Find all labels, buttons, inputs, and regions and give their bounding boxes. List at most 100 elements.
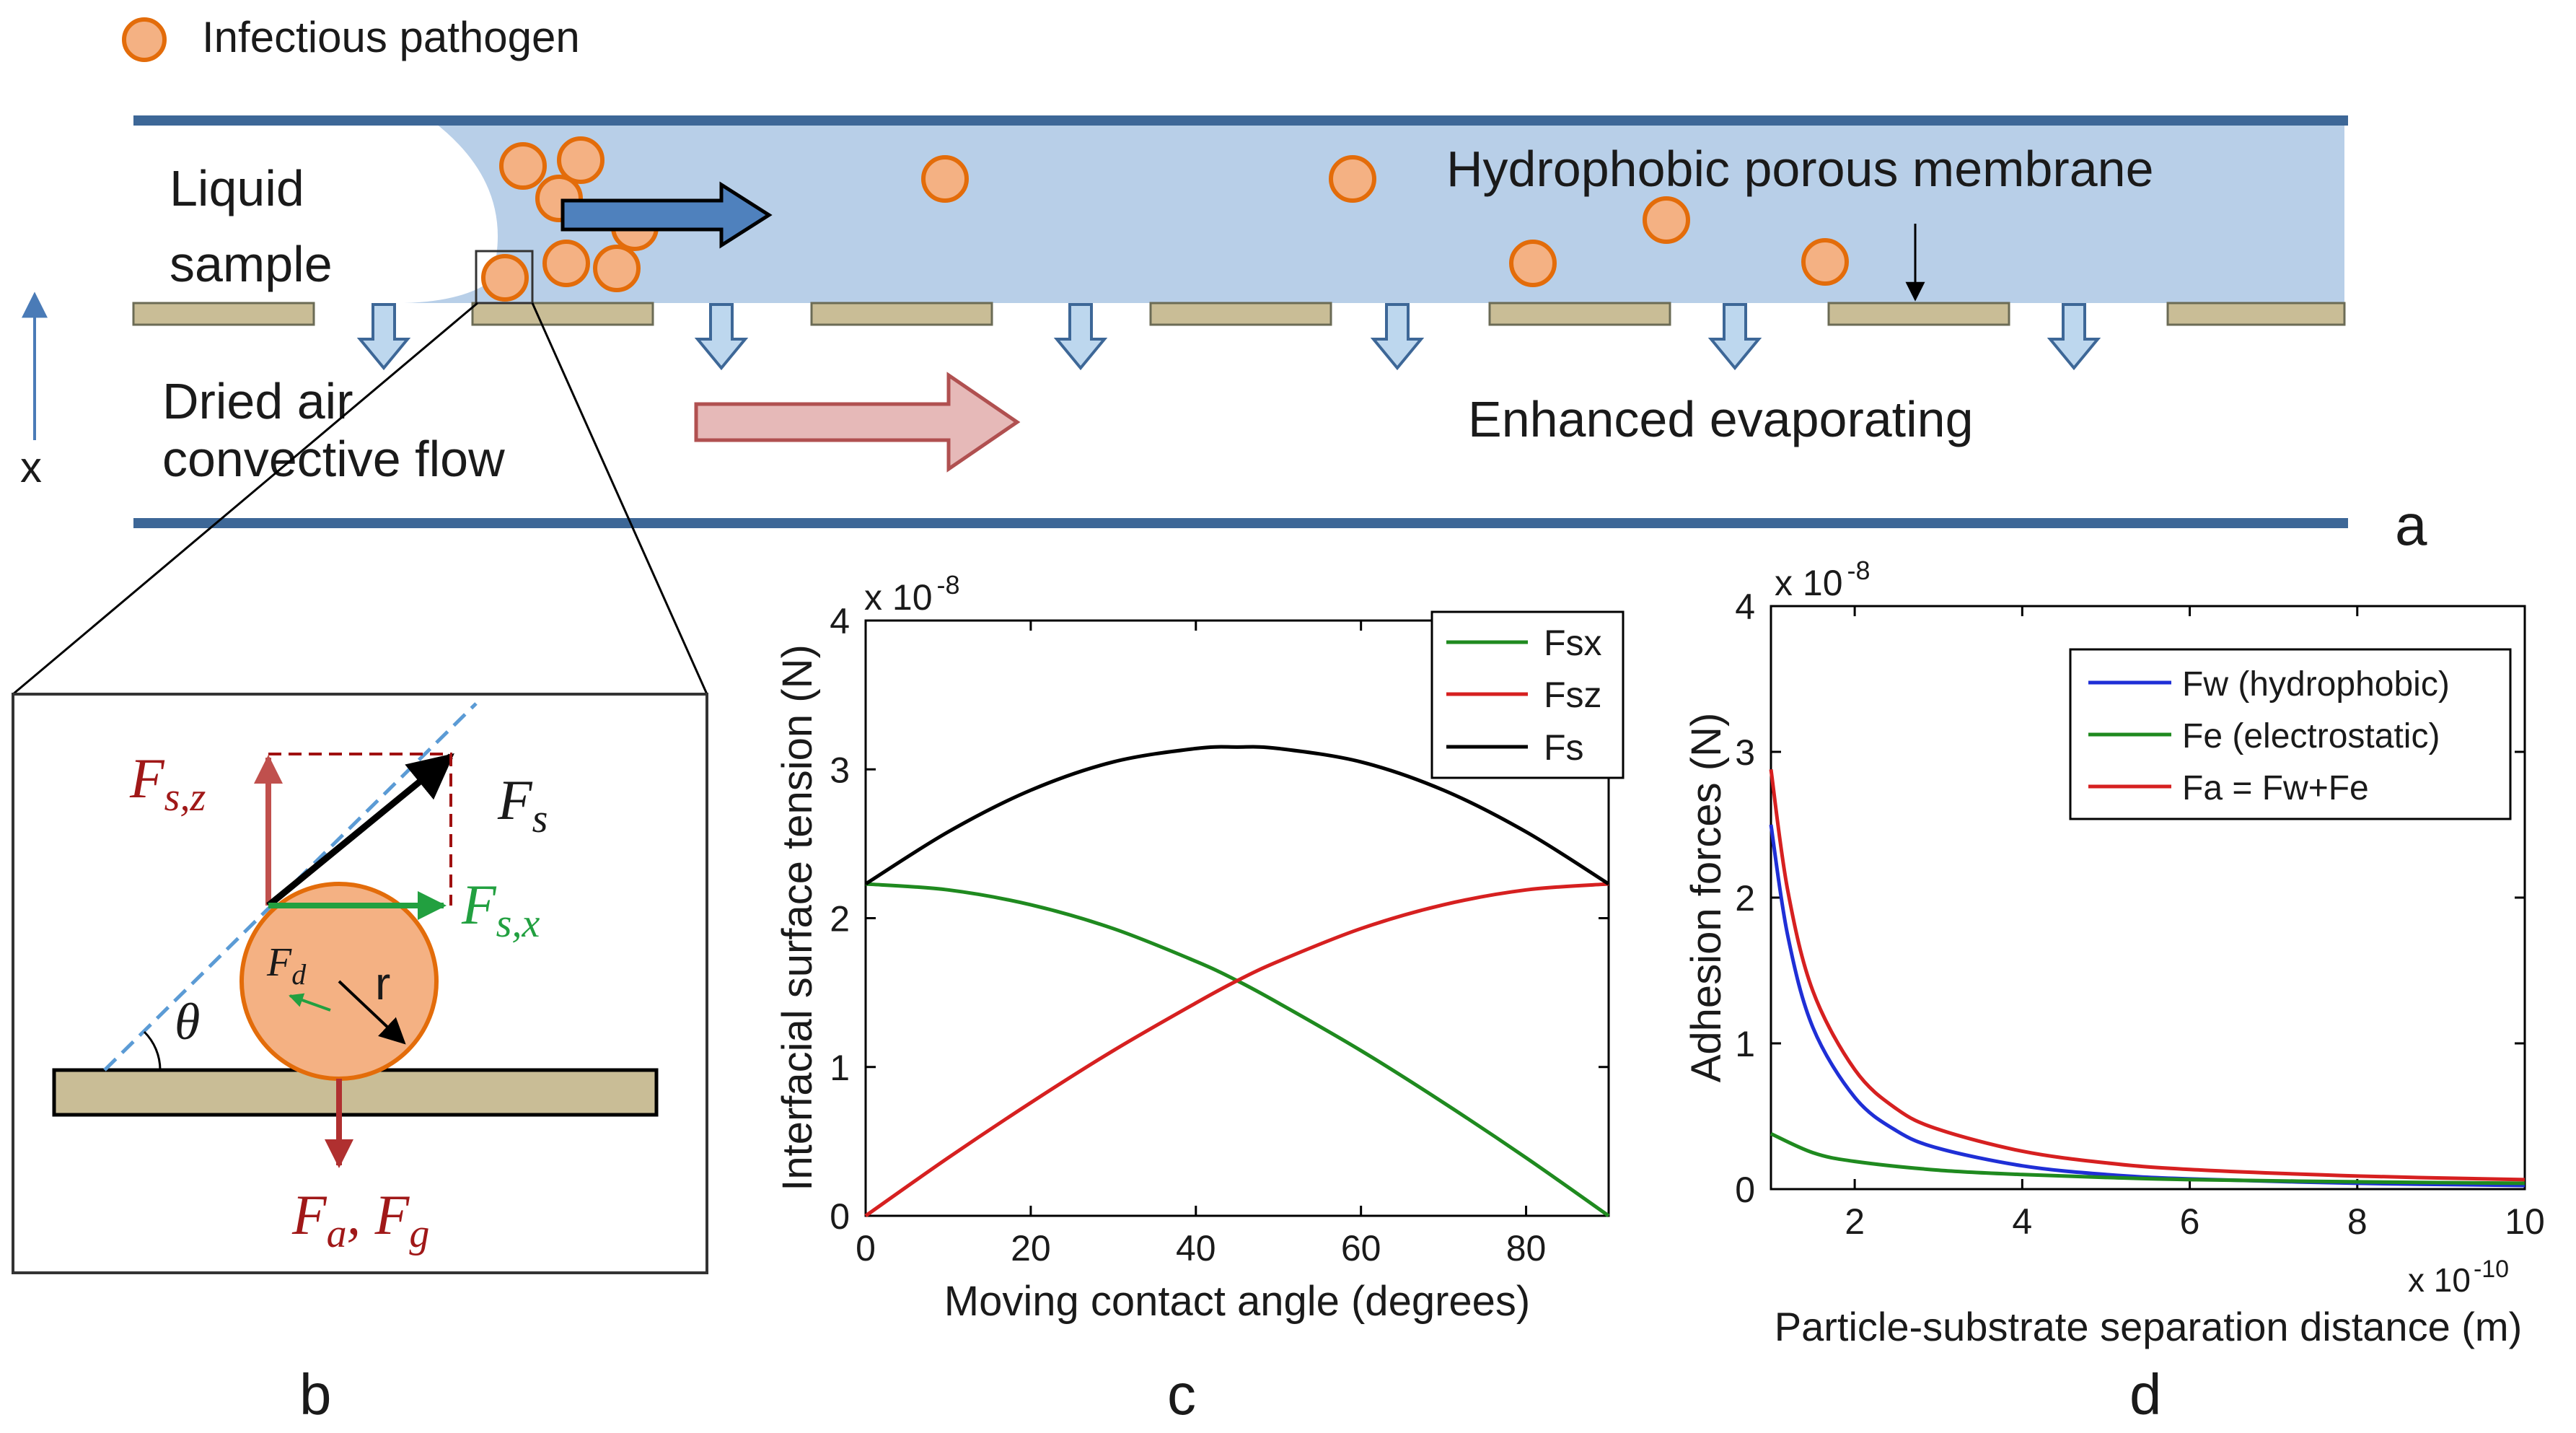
chart-d-x-mult-exp: -10 <box>2474 1255 2509 1283</box>
fd-symbol: F <box>266 940 292 985</box>
chart-d-y-tick-label: 0 <box>1735 1170 1755 1210</box>
air-label-line1: Dried air <box>162 373 353 429</box>
chart-d-xlabel: Particle-substrate separation distance (… <box>1775 1304 2522 1349</box>
membrane-segment <box>471 302 654 326</box>
fsz-label: Fs,z <box>129 747 206 820</box>
evaporation-arrow <box>1370 303 1425 371</box>
fs-symbol: F <box>497 768 533 831</box>
radius-label: r <box>375 957 390 1009</box>
panel-a: Infectious pathogen <box>20 13 2427 557</box>
liquid-label-line1: Liquid <box>170 160 304 216</box>
zoom-box <box>475 250 534 304</box>
fa-symbol: F <box>291 1183 328 1246</box>
panel-b: Fs,z Fs Fs,x Fd r θ Fa, Fg b <box>12 302 708 1427</box>
meniscus <box>137 121 498 303</box>
bottom-wall <box>133 518 2348 528</box>
legend-label-fs: Fs <box>1544 727 1584 768</box>
legend-label-fsx: Fsx <box>1544 623 1602 663</box>
chart-c-y-mult-base: x 10 <box>864 577 933 618</box>
chart-d-x-tick-label: 10 <box>2505 1201 2545 1242</box>
fs-subscript: s <box>532 797 548 841</box>
panel-letter-c: c <box>1167 1362 1196 1427</box>
air-flow-arrow <box>694 372 1021 473</box>
chart-c-x-tick-label: 0 <box>856 1228 876 1268</box>
fd-subscript: d <box>291 958 307 991</box>
x-axis-label: x <box>20 443 42 491</box>
fg-symbol: F <box>374 1183 410 1246</box>
legend-pathogen: Infectious pathogen <box>122 13 580 62</box>
radius-arrow <box>338 980 406 1045</box>
membrane-segment <box>1827 302 2010 326</box>
chart-d-x-multiplier: x 10-10 <box>2408 1255 2509 1299</box>
chart-d-x-tick-label: 4 <box>2012 1201 2032 1242</box>
chart-c-y-tick-label: 4 <box>830 601 850 641</box>
membrane-segment <box>132 302 315 326</box>
fsx-symbol: F <box>461 873 497 936</box>
fa-fg-separator: , <box>347 1183 375 1246</box>
chart-d-lines <box>1769 768 2526 1188</box>
chart-c-x-tick-label: 60 <box>1341 1228 1381 1268</box>
chart-c-lines <box>864 745 1610 1218</box>
chart-d-y-multiplier: x 10-8 <box>1775 556 1871 603</box>
fs-arrow <box>266 753 454 908</box>
evaporation-arrow <box>1707 303 1762 371</box>
pathogen-particle <box>499 142 547 190</box>
membrane-label: Hydrophobic porous membrane <box>1446 141 2154 197</box>
pathogen-particle <box>1509 240 1557 287</box>
chart-d-y-tick-label: 2 <box>1735 878 1755 919</box>
chart-c-series-line-2 <box>864 745 1610 886</box>
membrane-segments <box>132 302 2346 326</box>
fsz-symbol: F <box>129 747 165 810</box>
pathogen-particle <box>542 240 590 287</box>
chart-d-series-line-0 <box>1769 824 2526 1188</box>
pathogen-particle <box>481 254 529 302</box>
chart-c-y-tick-label: 3 <box>830 750 850 790</box>
panel-letter-a: a <box>2395 493 2427 557</box>
pathogen-legend-icon <box>122 17 167 62</box>
pathogen-particle <box>921 155 969 203</box>
chart-d-series-line-2 <box>1769 768 2526 1182</box>
chart-c-xlabel: Moving contact angle (degrees) <box>944 1278 1530 1325</box>
fd-arrow <box>289 993 331 1012</box>
chart-c-x-tick-label: 20 <box>1011 1228 1051 1268</box>
evaporation-arrows <box>356 303 2101 371</box>
panel-letter-d: d <box>2129 1362 2162 1427</box>
membrane-segment <box>1488 302 1671 326</box>
chart-d-y-mult-exp: -8 <box>1847 556 1871 585</box>
chart-c-y-tick-label: 2 <box>830 899 850 939</box>
evaporation-arrow <box>356 303 411 371</box>
chart-c-legend: Fsx Fsz Fs <box>1430 610 1625 779</box>
chart-d-y-tick-label: 4 <box>1735 587 1755 627</box>
fsx-label: Fs,x <box>461 873 540 946</box>
chart-d-legend: Fw (hydrophobic) Fe (electrostatic) Fa =… <box>2069 648 2512 820</box>
membrane-segment <box>1149 302 1332 326</box>
pathogen-particle <box>557 136 605 184</box>
evaporation-arrow <box>1053 303 1108 371</box>
pathogen-particle <box>1801 238 1849 286</box>
fa-fg-label: Fa, Fg <box>291 1183 429 1256</box>
membrane-segment <box>2166 302 2346 326</box>
panel-letter-b: b <box>299 1362 332 1427</box>
legend-label-fa: Fa = Fw+Fe <box>2182 769 2369 807</box>
fd-label: Fd <box>266 940 307 991</box>
legend-label-fsz: Fsz <box>1544 675 1602 715</box>
evaporation-arrow <box>2047 303 2101 371</box>
zoom-line-right <box>531 302 708 695</box>
chart-c-x-tick-label: 80 <box>1506 1228 1547 1268</box>
legend-label-fe: Fe (electrostatic) <box>2182 717 2440 755</box>
evaporation-arrow <box>694 303 749 371</box>
chart-c-y-multiplier: x 10-8 <box>864 570 960 618</box>
chart-d-x-tick-label: 2 <box>1845 1201 1865 1242</box>
liquid-flow-arrow <box>561 181 773 249</box>
chart-d-x-mult-base: x 10 <box>2408 1261 2471 1299</box>
chart-d-ylabel: Adhesion forces (N) <box>1683 713 1730 1083</box>
air-label-line2: convective flow <box>162 431 505 487</box>
chart-d-series-line-1 <box>1770 1131 2526 1186</box>
theta-angle-arc <box>143 1030 162 1071</box>
chart-c-series-line-1 <box>864 882 1609 1218</box>
